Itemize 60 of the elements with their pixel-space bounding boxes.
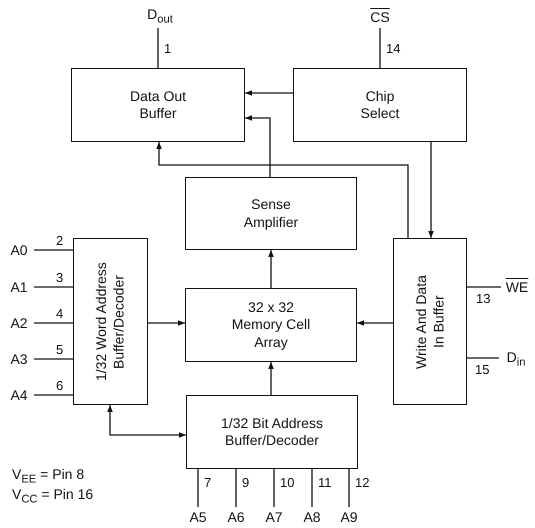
pin-number: 6 [56, 379, 64, 392]
pin-number: 4 [56, 307, 64, 320]
supply-pin-note: V$_{CC}$ = Pin 16 [12, 486, 94, 507]
block-box: Sense Amplifier [185, 177, 357, 250]
pin-line [467, 357, 499, 359]
signal-name: A2 [4, 313, 34, 333]
block-box: 1/32 Bit Address Buffer/Decoder [186, 395, 358, 469]
signal-name: A5 [184, 507, 212, 527]
signal-name: A3 [4, 349, 34, 369]
pin-number: 13 [476, 292, 490, 305]
pin-number: 9 [242, 476, 250, 489]
pin-number: 2 [56, 234, 64, 247]
signal-name: A1 [4, 277, 34, 297]
pin-line [34, 249, 73, 251]
signal-name: A9 [335, 507, 363, 527]
pin-number: 1 [164, 42, 172, 55]
pin-number: 10 [280, 476, 294, 489]
pin-line [348, 469, 350, 507]
arrow [245, 90, 293, 96]
pin-number: 11 [318, 476, 332, 489]
signal-name: D$_{in}$ [499, 348, 533, 370]
arrow [268, 250, 274, 288]
arrow [245, 115, 271, 177]
signal-name: A0 [4, 240, 34, 260]
signal-name: A6 [222, 507, 250, 527]
signal-name: A4 [4, 385, 34, 405]
block-box: Chip Select [293, 68, 467, 142]
signal-name: D$_{out}$ [140, 4, 180, 28]
pin-line [379, 28, 381, 68]
pin-number: 14 [386, 42, 400, 55]
pin-line [235, 469, 237, 507]
arrow [268, 362, 274, 395]
pin-line [34, 322, 73, 324]
pin-line [34, 286, 73, 288]
pin-number: 15 [475, 363, 490, 376]
signal-name: A7 [260, 507, 288, 527]
block-box: 32 x 32 Memory Cell Array [185, 288, 357, 362]
pin-line [311, 469, 313, 507]
arrow [428, 142, 434, 238]
supply-pin-note: V$_{EE}$ = Pin 8 [12, 466, 84, 487]
arrow [156, 142, 409, 238]
pin-number: 3 [56, 271, 64, 284]
pin-line [197, 469, 199, 507]
signal-name: CS [364, 6, 396, 28]
arrow [107, 405, 186, 438]
pin-line [34, 394, 73, 396]
pin-number: 5 [56, 343, 64, 356]
pin-number: 12 [355, 476, 370, 489]
block-box: 1/32 Word Address Buffer/Decoder [73, 238, 148, 405]
pin-line [157, 28, 159, 68]
arrow [357, 320, 393, 326]
block-box: Write And Data In Buffer [393, 238, 467, 405]
pin-number: 7 [204, 476, 212, 489]
block-box: Data Out Buffer [71, 68, 245, 142]
signal-name: WE [501, 277, 533, 297]
pin-line [467, 286, 501, 288]
signal-name: A8 [298, 507, 326, 527]
pin-line [34, 358, 73, 360]
arrow [148, 320, 185, 326]
pin-line [273, 469, 275, 507]
